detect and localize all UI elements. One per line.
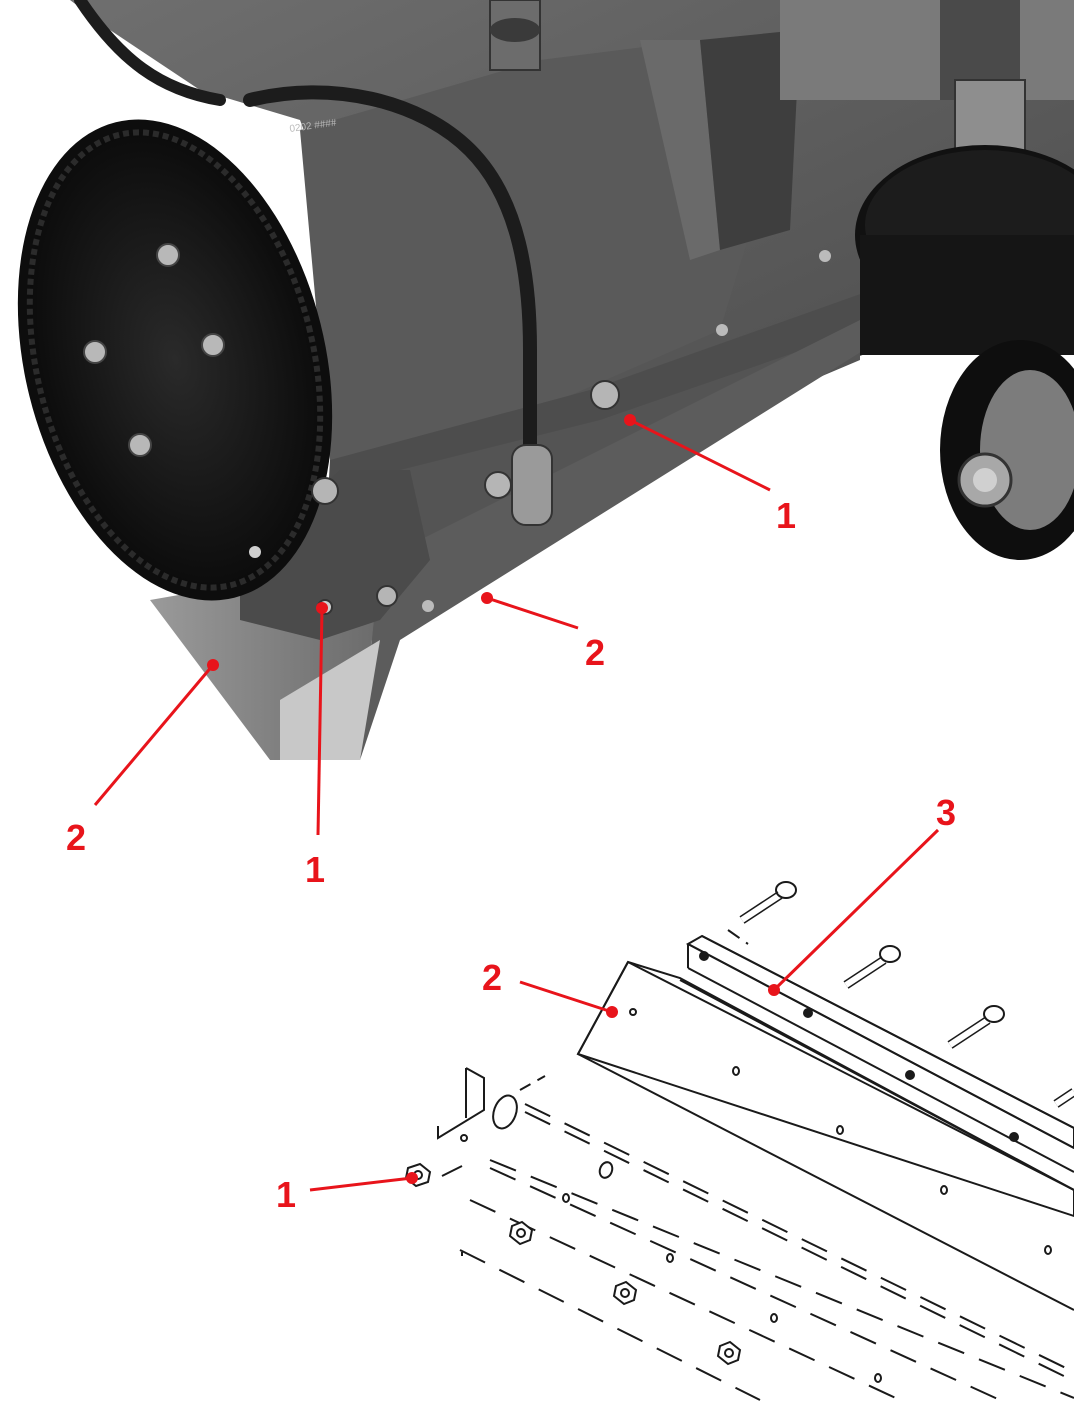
exploded-drawing: [404, 881, 1074, 1401]
machine-photo: 0202 ####: [17, 0, 1074, 760]
bracket-outline: [437, 1067, 546, 1142]
top-bracket: [780, 0, 1074, 100]
callout-number: 3: [936, 792, 956, 833]
plate-bolt: [249, 546, 261, 558]
plate-hole: [732, 1066, 740, 1076]
top-pipe-opening: [490, 18, 540, 42]
callout-photo-left-plate: 2: [66, 659, 219, 858]
wheel-bolt: [128, 433, 152, 457]
callout-number: 1: [776, 495, 796, 536]
hidden-hole: [666, 1253, 674, 1263]
callout-photo-right-plate: 2: [481, 592, 605, 673]
callout-drawing-nut: 1: [276, 1172, 418, 1215]
wheel-bolt: [201, 333, 225, 357]
carriage-bolt: [1053, 1088, 1074, 1108]
hex-nut: [508, 1220, 534, 1246]
angle-plate-right: [360, 320, 880, 760]
carriage-bolt: [947, 1005, 1005, 1049]
upper-cable: [74, 0, 226, 106]
rail-nut: [311, 477, 339, 505]
strip-part: [685, 934, 1074, 1173]
plate-hole: [940, 1185, 948, 1195]
rail-stud: [716, 324, 728, 336]
strip-hole: [1009, 1132, 1019, 1142]
rail-stud: [819, 250, 831, 262]
callout-photo-upper-right: 1: [624, 414, 796, 536]
chute-body: [300, 40, 760, 470]
bracket-slot: [492, 1094, 518, 1130]
hidden-hole: [562, 1193, 570, 1203]
hose-fitting: [511, 444, 553, 526]
bracket-hole: [460, 1134, 468, 1142]
hydraulic-hose: [243, 85, 537, 467]
plate-hole: [836, 1125, 844, 1135]
frame-brace: [640, 40, 720, 260]
hidden-hole: [598, 1161, 614, 1179]
callout-number: 2: [66, 817, 86, 858]
hex-nut: [716, 1340, 742, 1366]
callout-number: 2: [585, 632, 605, 673]
belt-wheel: [17, 119, 333, 601]
caster-wheel: [855, 79, 1074, 560]
wheel-bolt: [83, 340, 107, 364]
wheel-bolt: [156, 243, 180, 267]
callouts: 1 2 1 2 3 2: [66, 414, 956, 1215]
callout-number: 2: [482, 957, 502, 998]
callout-number: 1: [276, 1174, 296, 1215]
callout-number: 1: [305, 849, 325, 890]
angle-plate-part: [576, 960, 1074, 1311]
plate-hole: [629, 1008, 637, 1016]
strip-hole: [699, 951, 709, 961]
frame-brace-dark: [700, 30, 800, 250]
callout-drawing-strip: 3: [768, 792, 956, 996]
plate-hole: [1044, 1245, 1052, 1255]
callout-drawing-plate: 2: [482, 957, 618, 1018]
hidden-hole: [770, 1313, 778, 1323]
callout-photo-lower-center: 1: [305, 602, 328, 890]
hidden-lines: [441, 1103, 1074, 1401]
carriage-bolt: [739, 881, 797, 924]
rail-nut: [590, 380, 620, 410]
rail-nut: [376, 585, 398, 607]
rail-stud: [422, 600, 434, 612]
rail-nut: [484, 471, 512, 499]
hex-nut: [612, 1280, 638, 1306]
strip-hole: [905, 1070, 915, 1080]
hidden-hole: [874, 1373, 882, 1383]
strip-hole: [803, 1008, 813, 1018]
angle-plate-bevel: [280, 640, 380, 760]
carriage-bolt: [843, 945, 901, 989]
